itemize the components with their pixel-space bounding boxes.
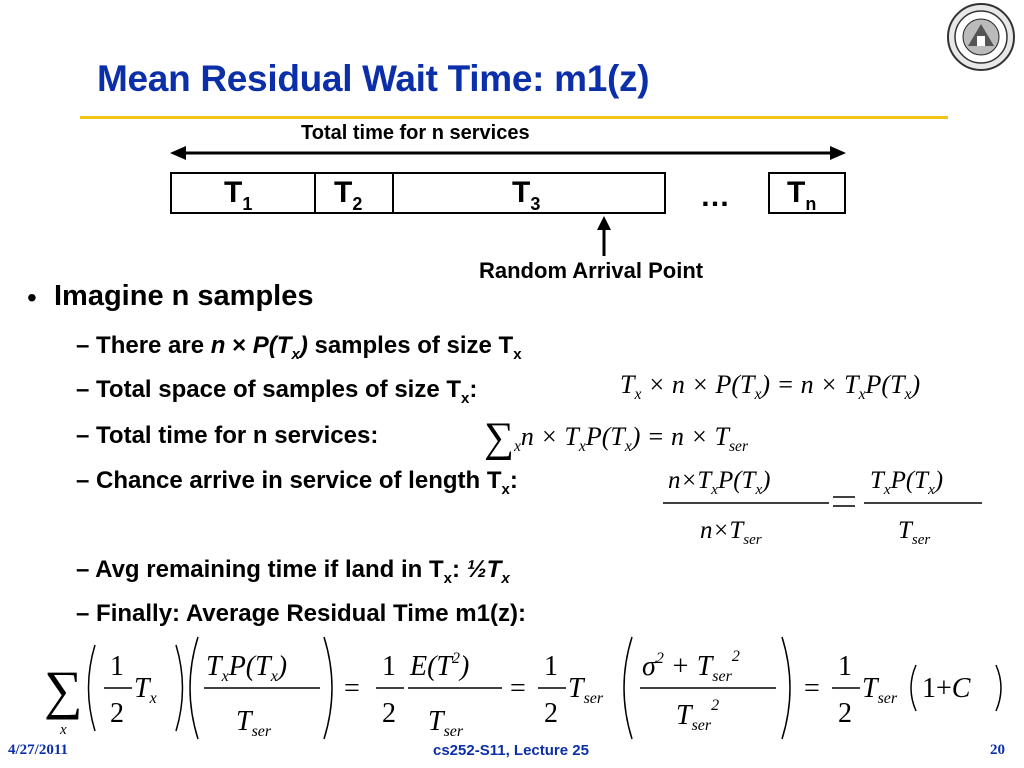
equation-total-time: ∑xn × TxP(Tx) = n × Tser bbox=[484, 415, 749, 461]
svg-text:n×TxP(Tx): n×TxP(Tx) bbox=[668, 467, 770, 498]
service-box-n bbox=[768, 172, 846, 214]
sub-bullet-3: – Total time for n services: bbox=[76, 422, 379, 449]
svg-text:x: x bbox=[59, 722, 67, 738]
bullet-text: Imagine n samples bbox=[54, 280, 314, 312]
sub-bullet-1: – There are n × P(Tx) samples of size Tx bbox=[76, 332, 522, 363]
equation-total-space: Tx × n × P(Tx) = n × TxP(Tx) bbox=[620, 370, 921, 404]
svg-text:Tser: Tser bbox=[568, 673, 604, 707]
svg-text:=: = bbox=[804, 673, 820, 704]
svg-text:2: 2 bbox=[544, 698, 558, 729]
svg-text:1: 1 bbox=[110, 651, 124, 682]
svg-text:1: 1 bbox=[544, 651, 558, 682]
box-label-tn: Tn bbox=[787, 176, 817, 214]
svg-text:Tser: Tser bbox=[862, 673, 898, 707]
box-label-t1: T1 bbox=[224, 176, 253, 214]
svg-text:σ2 + Tser2: σ2 + Tser2 bbox=[642, 648, 740, 685]
total-time-label: Total time for n services bbox=[301, 122, 530, 144]
bullet-marker: • bbox=[27, 282, 37, 313]
arrival-point-label: Random Arrival Point bbox=[479, 258, 704, 283]
ellipsis: … bbox=[700, 180, 730, 213]
svg-text:1+C: 1+C bbox=[922, 673, 971, 704]
svg-text:Tser: Tser bbox=[236, 706, 272, 740]
sub-bullet-5: – Avg remaining time if land in Tx: ½Tx bbox=[76, 556, 510, 587]
svg-text:2: 2 bbox=[110, 698, 124, 729]
svg-text:1: 1 bbox=[382, 651, 396, 682]
box-label-t2: T2 bbox=[334, 176, 363, 214]
svg-text:=: = bbox=[344, 673, 360, 704]
sub-bullet-4: – Chance arrive in service of length Tx: bbox=[76, 467, 518, 498]
sub-bullet-6: – Finally: Average Residual Time m1(z): bbox=[76, 600, 526, 627]
svg-text:=: = bbox=[510, 673, 526, 704]
svg-text:E(T2): E(T2) bbox=[409, 650, 469, 682]
svg-text:2: 2 bbox=[382, 698, 396, 729]
footer-date: 4/27/2011 bbox=[8, 742, 69, 758]
university-seal-logo bbox=[947, 3, 1015, 71]
footer-page-number: 20 bbox=[990, 742, 1005, 758]
svg-text:Tx: Tx bbox=[134, 673, 157, 707]
svg-text:TxP(Tx): TxP(Tx) bbox=[206, 651, 287, 685]
box-label-t3: T3 bbox=[512, 176, 541, 214]
sub-bullet-2: – Total space of samples of size Tx: bbox=[76, 376, 478, 407]
slide-title: Mean Residual Wait Time: m1(z) bbox=[97, 58, 650, 99]
svg-text:Tser2: Tser2 bbox=[676, 697, 719, 734]
footer-course: cs252-S11, Lecture 25 bbox=[433, 742, 589, 759]
svg-text:1: 1 bbox=[838, 651, 852, 682]
title-rule bbox=[80, 116, 948, 119]
svg-text:2: 2 bbox=[838, 698, 852, 729]
svg-text:Tser: Tser bbox=[428, 706, 464, 740]
svg-text:∑: ∑ bbox=[44, 660, 83, 720]
service-box-3 bbox=[392, 172, 666, 214]
